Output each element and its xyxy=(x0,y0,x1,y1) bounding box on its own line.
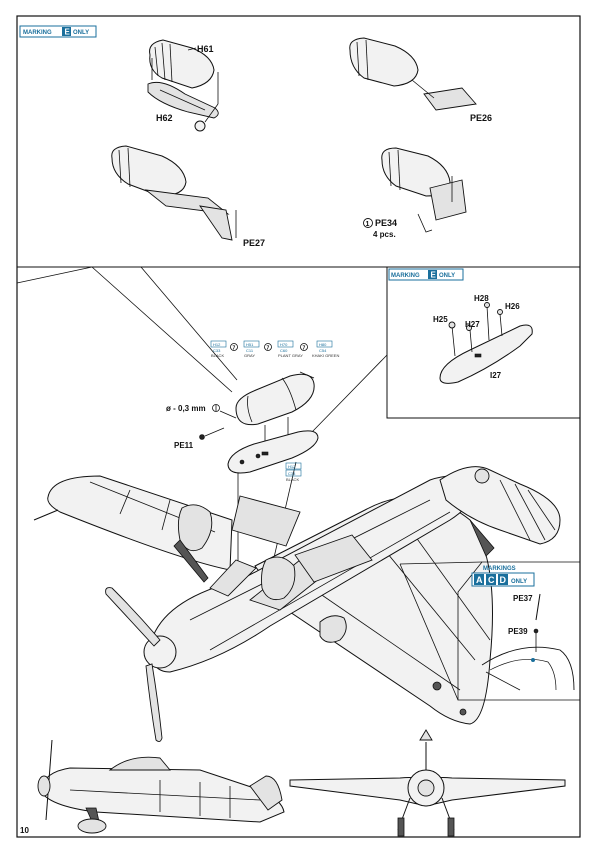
markings-acd-badge: MARKINGS A C D ONLY xyxy=(471,566,535,587)
svg-text:C60: C60 xyxy=(280,348,288,353)
paint-code-4: H80 C54 KHAKI GREEN xyxy=(312,340,339,358)
bomb-assembly-3 xyxy=(111,145,237,241)
svg-text:H12: H12 xyxy=(213,342,221,347)
label-h62: H62 xyxy=(156,113,173,123)
svg-text:C33: C33 xyxy=(213,348,221,353)
paint-codes: H12 C33 BLACK 7 H51 C11 GRAY 7 H70 C60 P… xyxy=(210,340,339,358)
rack-paint-code: H12 C33 BLACK xyxy=(285,462,302,482)
label-pe26: PE26 xyxy=(470,113,492,123)
svg-text:7: 7 xyxy=(303,346,306,352)
svg-text:GRAY: GRAY xyxy=(244,353,255,358)
aircraft-main-view xyxy=(33,466,561,743)
leader-line xyxy=(91,266,233,393)
drill-icon xyxy=(212,404,220,412)
svg-text:C11: C11 xyxy=(246,348,254,353)
bomb-assembly-4 xyxy=(381,147,467,233)
drill-label: ø - 0,3 mm xyxy=(166,404,206,413)
badge-suffix: ONLY xyxy=(73,30,89,36)
svg-text:C33: C33 xyxy=(288,471,296,476)
label-h28: H28 xyxy=(474,294,489,303)
leader-line xyxy=(311,354,388,433)
svg-text:H51: H51 xyxy=(246,342,254,347)
pe34-callout: 1 PE34 4 pcs. xyxy=(363,218,397,239)
label-pe27: PE27 xyxy=(243,238,265,248)
badge-letter: E xyxy=(431,271,437,280)
pe11-part xyxy=(199,434,205,440)
rack-part-wing xyxy=(227,430,319,474)
label-pe11: PE11 xyxy=(174,441,194,450)
rack-detail-frame xyxy=(386,267,580,419)
label-h25: H25 xyxy=(433,315,448,324)
step-7-icon xyxy=(264,343,272,351)
paint-code-1: H12 C33 BLACK xyxy=(210,340,227,358)
svg-text:A: A xyxy=(476,575,483,585)
page-number: 10 xyxy=(20,826,29,835)
paint-code-2: H51 C11 GRAY xyxy=(243,340,260,358)
label-pe39: PE39 xyxy=(508,627,528,636)
step-7-icon xyxy=(300,343,308,351)
rack-part xyxy=(439,302,533,384)
leader-line xyxy=(140,266,238,381)
svg-text:7: 7 xyxy=(233,346,236,352)
badge-suffix: ONLY xyxy=(439,273,455,279)
svg-text:D: D xyxy=(500,575,507,585)
badge-prefix: MARKINGS xyxy=(483,566,516,572)
svg-text:BLACK: BLACK xyxy=(211,353,224,358)
aircraft-front-view xyxy=(289,729,566,837)
svg-text:1: 1 xyxy=(366,221,370,228)
svg-text:BLACK: BLACK xyxy=(286,477,299,482)
label-pe34: PE34 xyxy=(375,218,397,228)
page-frame xyxy=(16,15,581,838)
step-7-icon xyxy=(230,343,238,351)
label-h26: H26 xyxy=(505,302,520,311)
badge-letter: E xyxy=(65,28,71,37)
label-i27: I27 xyxy=(490,371,502,380)
svg-text:C54: C54 xyxy=(319,348,327,353)
svg-text:C: C xyxy=(488,575,495,585)
svg-text:7: 7 xyxy=(267,346,270,352)
label-pe34-qty: 4 pcs. xyxy=(373,230,396,239)
leader-line xyxy=(16,266,93,284)
marking-e-badge-rack: MARKING E ONLY xyxy=(388,268,464,281)
label-h27: H27 xyxy=(465,320,480,329)
svg-text:PLANT GRAY: PLANT GRAY xyxy=(278,353,303,358)
badge-prefix: MARKING xyxy=(23,30,52,36)
aircraft-side-view xyxy=(37,739,285,834)
svg-text:H70: H70 xyxy=(280,342,288,347)
label-pe37: PE37 xyxy=(513,594,533,603)
svg-text:H12: H12 xyxy=(288,464,296,469)
bomb-assembly-1 xyxy=(147,39,219,132)
marking-e-badge-top: MARKING E ONLY xyxy=(19,25,97,38)
label-h61: H61 xyxy=(197,44,214,54)
svg-text:H80: H80 xyxy=(319,342,327,347)
bomb-detail xyxy=(235,371,315,445)
leader-line xyxy=(399,561,483,565)
svg-text:KHAKI GREEN: KHAKI GREEN xyxy=(312,353,339,358)
antenna-part xyxy=(481,593,575,691)
leader-line xyxy=(399,563,459,701)
bomb-assembly-2 xyxy=(349,37,477,111)
badge-prefix: MARKING xyxy=(391,273,420,279)
paint-code-3: H70 C60 PLANT GRAY xyxy=(277,340,303,358)
badge-suffix: ONLY xyxy=(511,579,527,585)
antenna-detail-frame xyxy=(457,561,580,701)
